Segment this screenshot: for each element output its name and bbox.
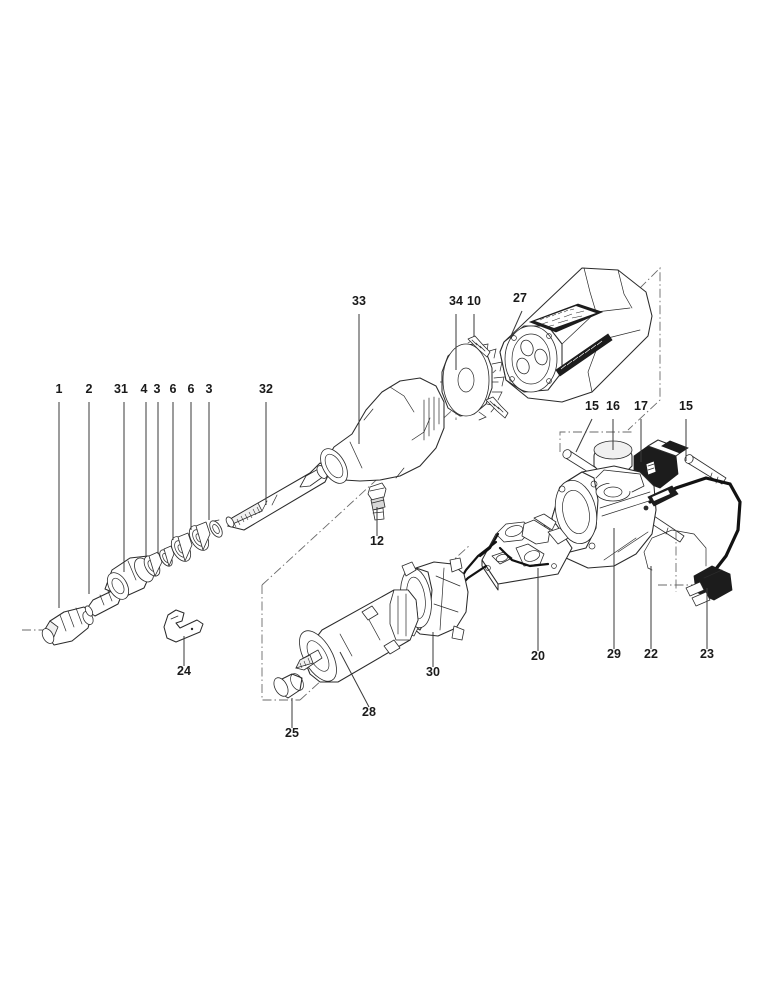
part-electronics-module	[481, 513, 573, 591]
part-cooling-fan	[441, 337, 505, 421]
callout-numbers: 1 2 31 4 3 6 6 3 32 33 34 10 27 12 15 16…	[56, 291, 714, 740]
callout-6b[interactable]: 6	[188, 382, 195, 396]
rating-label-plate	[528, 303, 604, 333]
callout-34[interactable]: 34	[449, 294, 463, 308]
callout-4[interactable]: 4	[141, 382, 148, 396]
callout-33[interactable]: 33	[352, 294, 366, 308]
callout-15b[interactable]: 15	[679, 399, 693, 413]
part-grease-nipple	[367, 482, 387, 521]
part-armature-motor	[295, 589, 419, 683]
part-end-cap	[273, 673, 304, 699]
callout-24[interactable]: 24	[177, 664, 191, 678]
callout-16[interactable]: 16	[606, 399, 620, 413]
callout-2[interactable]: 2	[86, 382, 93, 396]
callout-30[interactable]: 30	[426, 665, 440, 679]
part-ball-bearing-a	[170, 532, 193, 562]
callout-6a[interactable]: 6	[170, 382, 177, 396]
callout-17[interactable]: 17	[634, 399, 648, 413]
part-screw-b	[485, 396, 509, 419]
callout-22[interactable]: 22	[644, 647, 658, 661]
callout-3b[interactable]: 3	[206, 382, 213, 396]
callout-12[interactable]: 12	[370, 534, 384, 548]
callout-leaders	[58, 310, 708, 728]
callout-10[interactable]: 10	[467, 294, 481, 308]
part-spanner-wrench	[163, 609, 204, 643]
part-ball-bearing-b	[188, 521, 211, 551]
vent-grille	[555, 333, 613, 377]
part-grip-housing	[551, 465, 657, 569]
callout-32[interactable]: 32	[259, 382, 273, 396]
callout-23[interactable]: 23	[700, 647, 714, 661]
part-screw-a	[467, 335, 491, 358]
part-screw-long-b	[684, 454, 727, 485]
callout-3a[interactable]: 3	[154, 382, 161, 396]
callout-20[interactable]: 20	[531, 649, 545, 663]
part-retaining-ring-a	[159, 545, 175, 567]
callout-27[interactable]: 27	[513, 291, 527, 305]
part-gear-housing	[320, 377, 445, 484]
callout-29[interactable]: 29	[607, 647, 621, 661]
part-retaining-ring-b	[209, 519, 223, 538]
callout-1[interactable]: 1	[56, 382, 63, 396]
callout-25[interactable]: 25	[285, 726, 299, 740]
part-power-cord	[647, 476, 742, 607]
part-washer	[143, 551, 163, 577]
callout-28[interactable]: 28	[362, 705, 376, 719]
callout-31[interactable]: 31	[114, 382, 128, 396]
part-motor-housing	[499, 267, 653, 403]
callout-15a[interactable]: 15	[585, 399, 599, 413]
